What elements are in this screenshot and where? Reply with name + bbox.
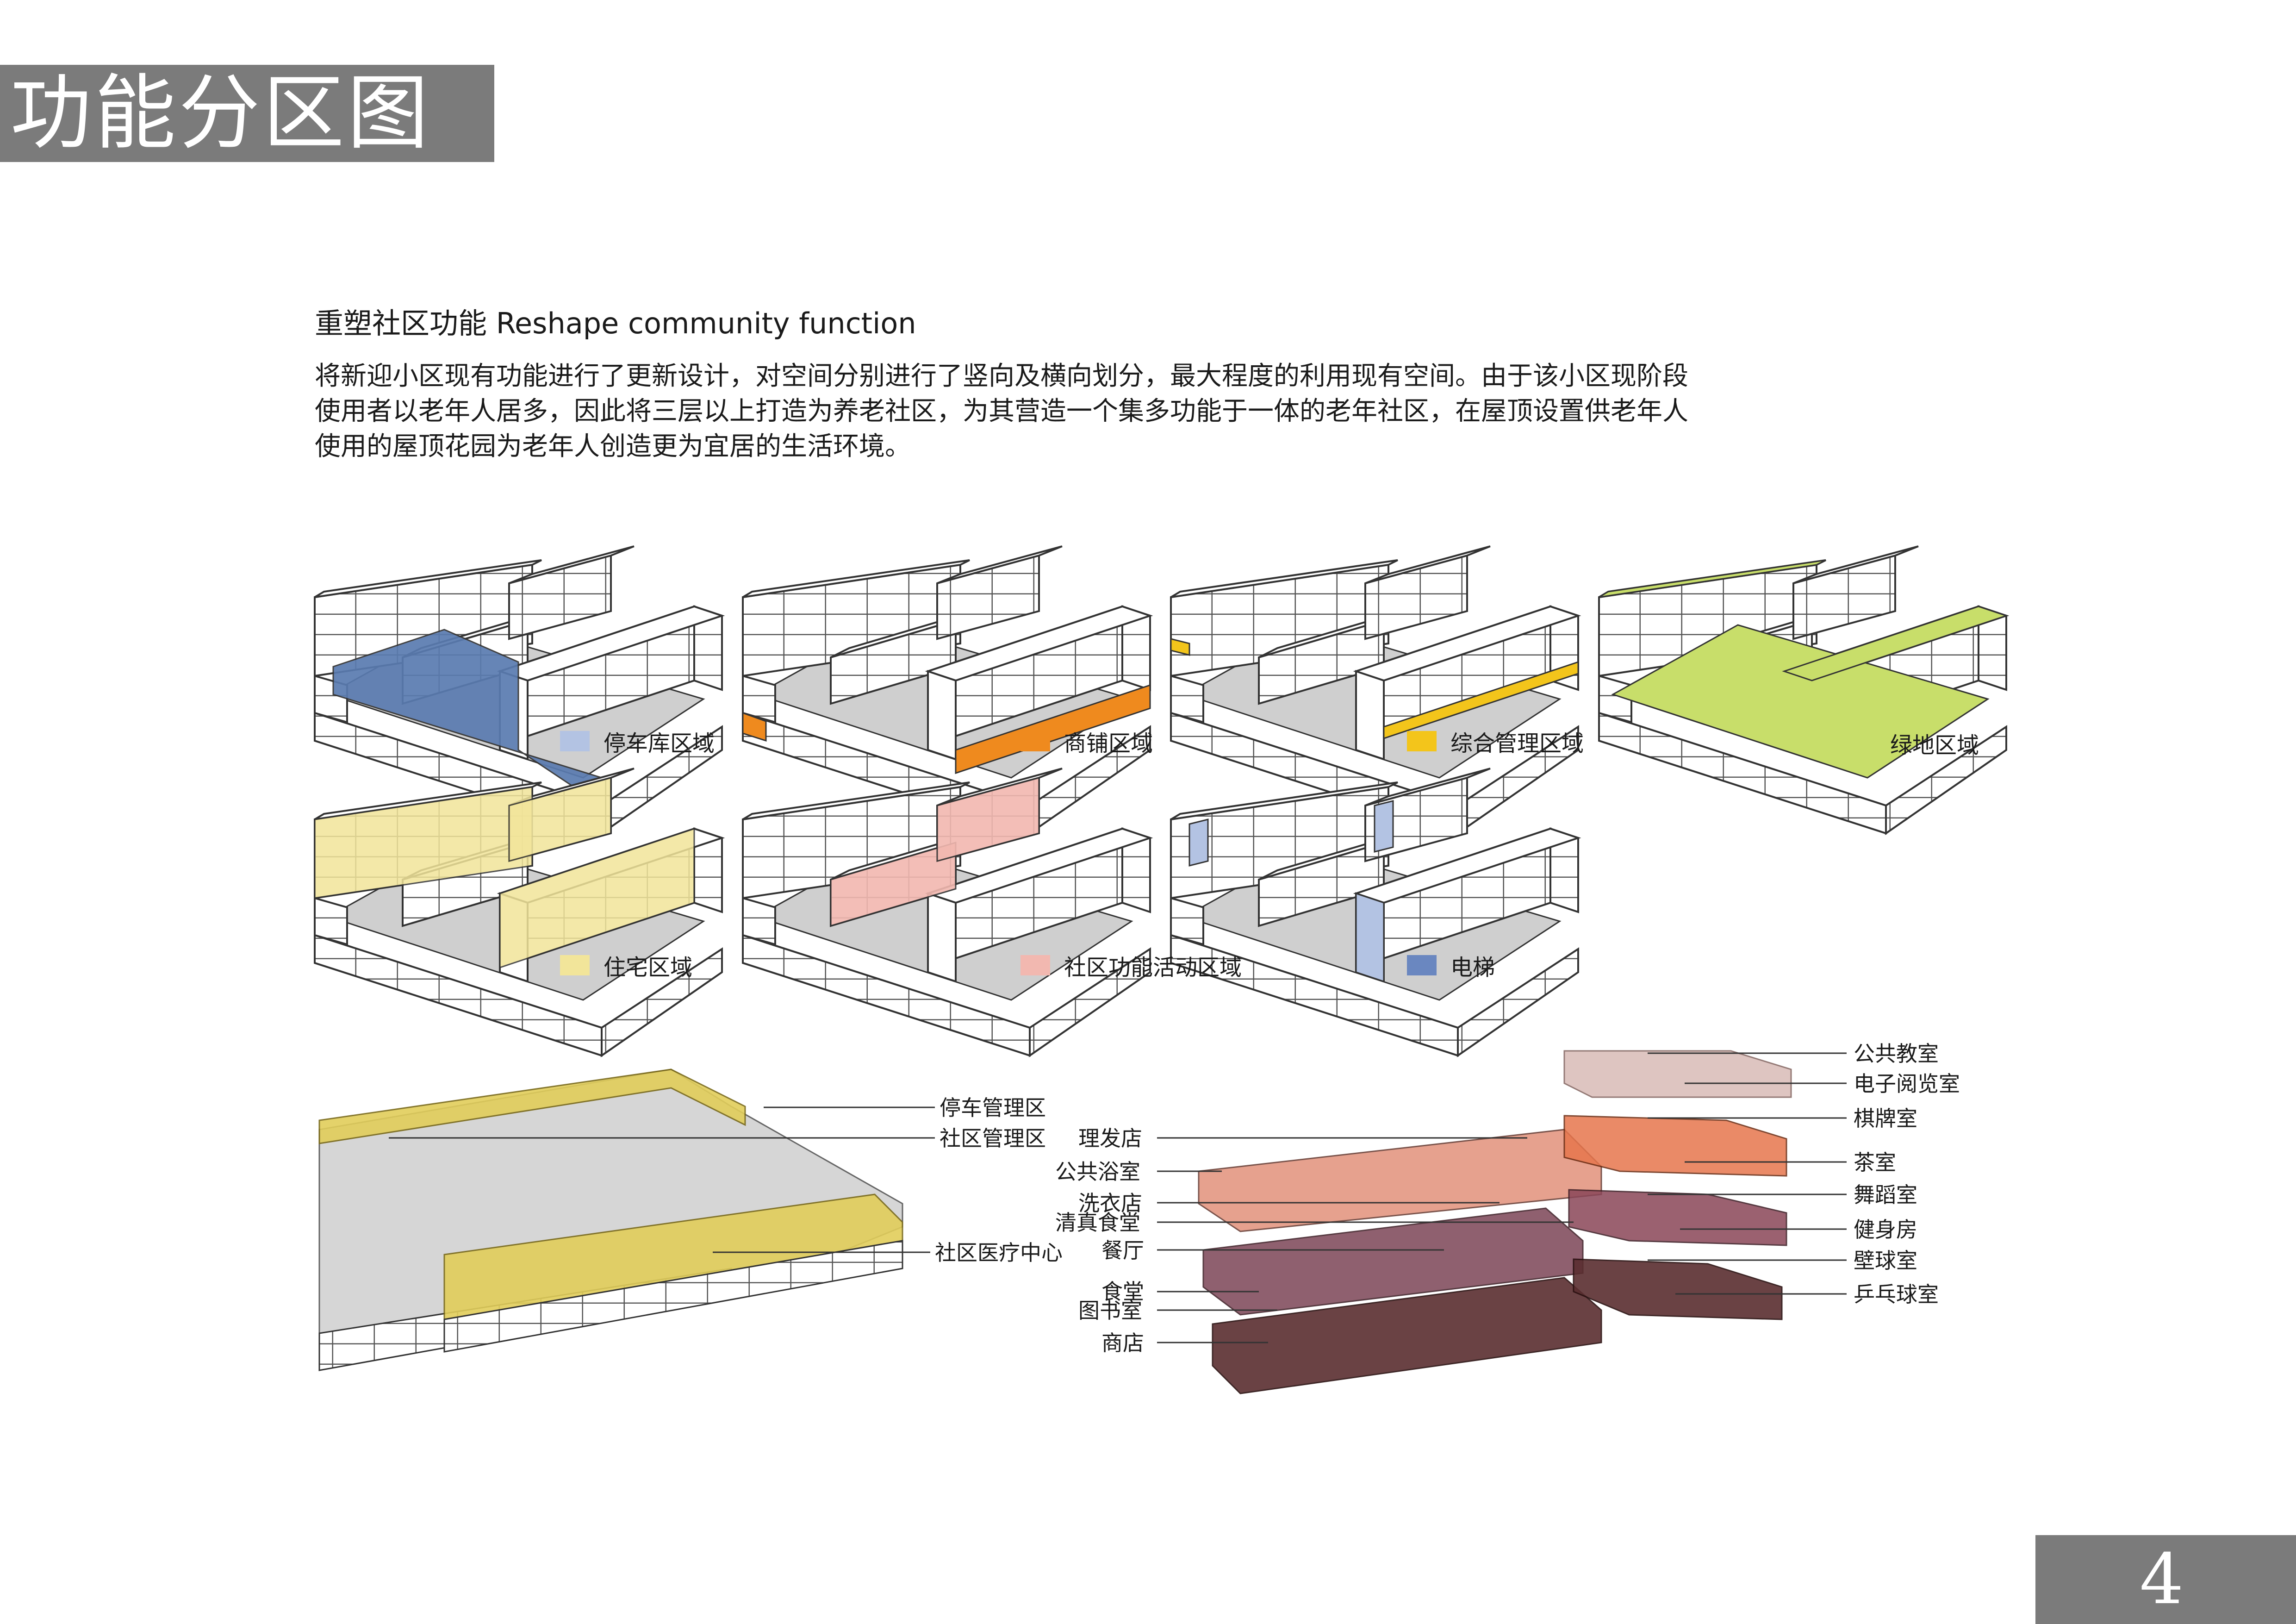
label-parking-management: 停车管理区 xyxy=(940,1095,1046,1120)
legend-swatch xyxy=(1407,731,1437,751)
label-halal-canteen: 清真食堂 xyxy=(1055,1210,1140,1235)
label-library: 图书室 xyxy=(1078,1298,1142,1323)
legend-swatch xyxy=(1407,955,1437,975)
page-number: 4 xyxy=(2140,1539,2184,1620)
section-heading: 重塑社区功能 Reshape community function xyxy=(315,306,916,340)
page-title: 功能分区图 xyxy=(10,66,432,161)
exploded-left-leaders xyxy=(1157,1137,1574,1343)
legend-swatch xyxy=(1847,733,1876,753)
legend-parking-garage: 停车库区域 xyxy=(560,725,715,757)
intro-line-1: 将新迎小区现有功能进行了更新设计，对空间分别进行了竖向及横向划分，最大程度的利用… xyxy=(315,361,1688,391)
legend-label: 社区功能活动区域 xyxy=(1064,955,1242,981)
shops-diagram xyxy=(742,545,1151,834)
legend-community-activity: 社区功能活动区域 xyxy=(1020,949,1242,981)
label-laundry: 洗衣店 xyxy=(1078,1191,1142,1216)
label-dance-room: 舞蹈室 xyxy=(1854,1182,1917,1207)
label-chess-room: 棋牌室 xyxy=(1854,1106,1917,1131)
title-banner: 功能分区图 xyxy=(0,65,494,162)
green-space-diagram xyxy=(1598,545,2009,834)
label-table-tennis-room: 乒乓球室 xyxy=(1854,1282,1939,1307)
exploded-left-stack xyxy=(1198,1129,1602,1394)
legend-swatch xyxy=(1020,731,1050,751)
label-public-classroom: 公共教室 xyxy=(1854,1041,1939,1066)
label-community-management: 社区管理区 xyxy=(940,1126,1046,1151)
label-restaurant: 餐厅 xyxy=(1101,1238,1144,1263)
intro-line-3: 使用的屋顶花园为老年人创造更为宜居的生活环境。 xyxy=(315,431,911,462)
management-diagram xyxy=(1170,545,1579,834)
left-leader-lines xyxy=(389,1106,935,1253)
legend-label: 绿地区域 xyxy=(1890,732,1979,758)
label-gym: 健身房 xyxy=(1854,1217,1917,1242)
legend-swatch xyxy=(560,955,590,975)
legend-label: 综合管理区域 xyxy=(1450,731,1584,756)
intro-line-2: 使用者以老年人居多，因此将三层以上打造为养老社区，为其营造一个集多功能于一体的老… xyxy=(315,396,1688,426)
exploded-right-stack xyxy=(1563,1050,1792,1320)
residential-diagram xyxy=(314,768,723,1056)
parking-garage-diagram xyxy=(314,545,723,834)
label-canteen: 食堂 xyxy=(1101,1279,1144,1304)
label-e-reading-room: 电子阅览室 xyxy=(1854,1071,1960,1096)
label-shop: 商店 xyxy=(1101,1330,1144,1355)
legend-green-space: 绿地区域 xyxy=(1847,727,1979,759)
legend-elevator: 电梯 xyxy=(1407,949,1495,981)
page-number-box: 4 xyxy=(2035,1535,2296,1624)
label-public-bath: 公共浴室 xyxy=(1055,1159,1140,1184)
label-medical-center: 社区医疗中心 xyxy=(935,1240,1063,1265)
legend-shops: 商铺区域 xyxy=(1020,725,1153,757)
elevator-diagram xyxy=(1170,768,1579,1056)
legend-swatch xyxy=(1020,955,1050,975)
label-barber: 理发店 xyxy=(1078,1126,1142,1151)
community-activity-diagram xyxy=(742,768,1151,1056)
label-tea-room: 茶室 xyxy=(1854,1150,1896,1175)
legend-label: 停车库区域 xyxy=(604,731,715,756)
label-squash-room: 壁球室 xyxy=(1854,1248,1917,1273)
legend-label: 住宅区域 xyxy=(604,955,693,981)
ground-management-diagram xyxy=(318,1068,903,1371)
legend-management: 综合管理区域 xyxy=(1407,725,1584,757)
legend-residential: 住宅区域 xyxy=(560,949,692,981)
legend-label: 商铺区域 xyxy=(1064,731,1153,756)
exploded-right-leaders xyxy=(1648,1052,1847,1295)
legend-label: 电梯 xyxy=(1450,955,1495,981)
legend-swatch xyxy=(560,731,590,751)
